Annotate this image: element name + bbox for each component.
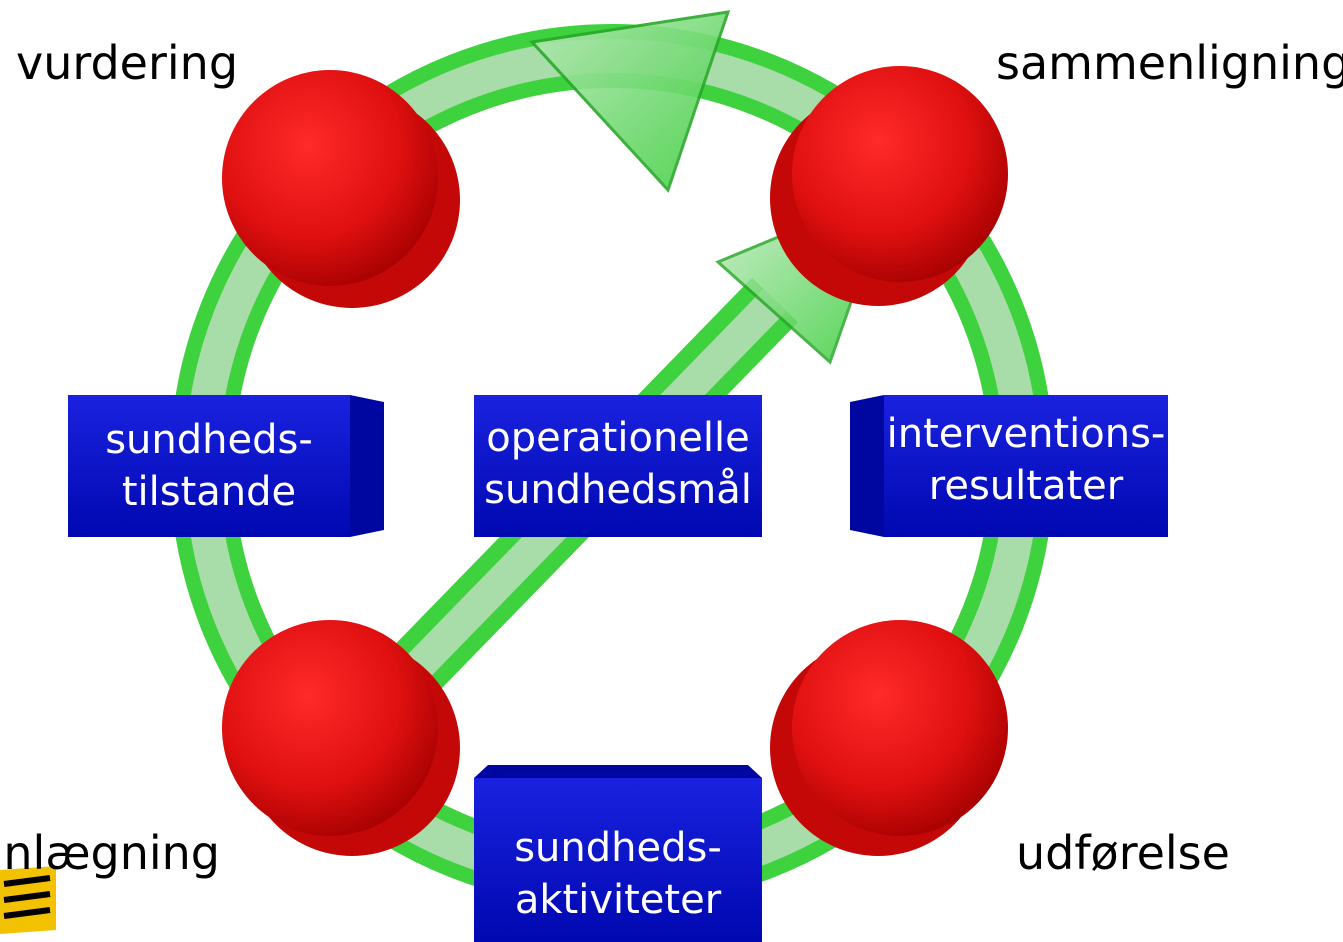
box-right-text: interventions- resultater bbox=[884, 408, 1168, 512]
box-bottom-line1: sundheds- bbox=[514, 825, 722, 871]
stage-label-top-right: sammenligning bbox=[996, 36, 1343, 90]
box-bottom-text: sundheds- aktiviteter bbox=[474, 822, 762, 926]
box-right-line2: resultater bbox=[928, 463, 1124, 509]
disc-top-left bbox=[222, 70, 460, 308]
box-left-line1: sundheds- bbox=[105, 417, 313, 463]
ring-arrowhead bbox=[528, 10, 731, 193]
stage-label-bottom-right: udførelse bbox=[1016, 826, 1230, 880]
logo-icon bbox=[0, 866, 56, 934]
disc-top-right bbox=[770, 66, 1008, 306]
box-right-line1: interventions- bbox=[886, 411, 1166, 457]
box-center-text: operationelle sundhedsmål bbox=[474, 412, 762, 516]
box-center-line1: operationelle bbox=[486, 415, 750, 461]
box-left-text: sundheds- tilstande bbox=[68, 414, 350, 518]
box-left-line2: tilstande bbox=[121, 469, 297, 515]
box-bottom-line2: aktiviteter bbox=[514, 877, 722, 923]
box-center-line2: sundhedsmål bbox=[484, 467, 752, 513]
disc-bottom-left bbox=[222, 620, 460, 856]
disc-bottom-right bbox=[770, 620, 1008, 856]
box-center bbox=[474, 395, 762, 537]
stage-label-bottom-left: planlægning bbox=[0, 826, 220, 880]
box-left bbox=[68, 395, 384, 537]
box-right bbox=[850, 395, 1168, 537]
stage-label-top-left: vurdering bbox=[16, 36, 239, 90]
box-bottom bbox=[474, 765, 762, 942]
